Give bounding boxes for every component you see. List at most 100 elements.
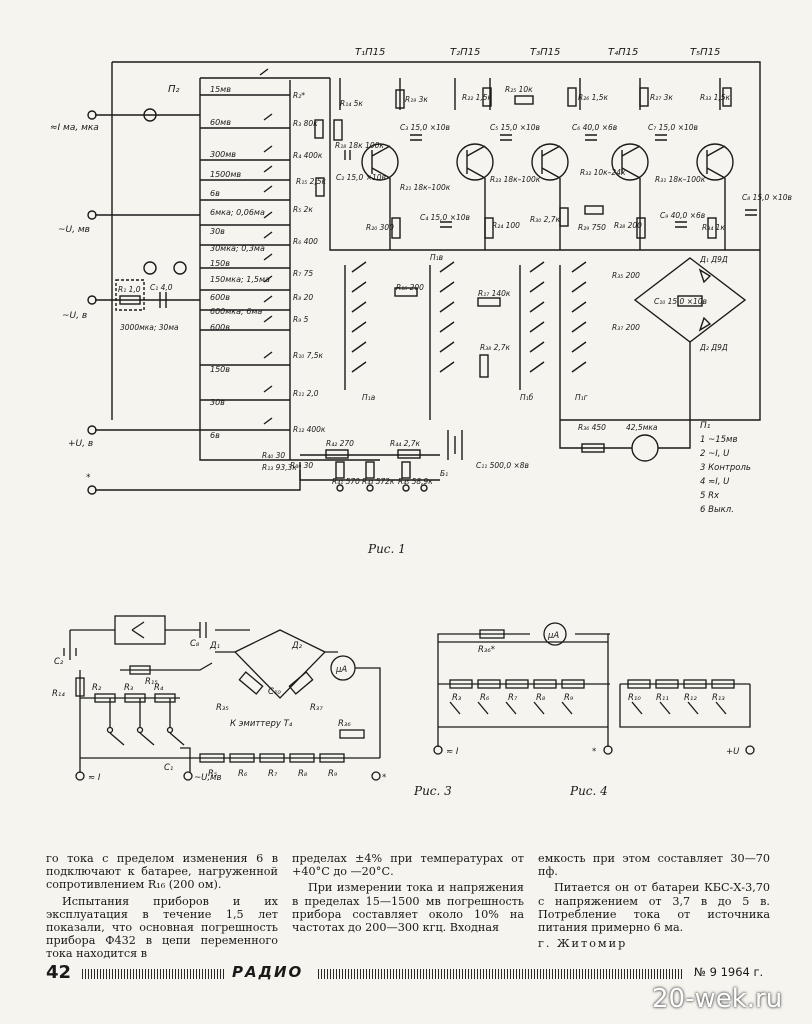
issue-info: № 9 1964 г. <box>694 965 764 979</box>
resistor-label: R₂₀ 300 <box>366 223 394 232</box>
terminal-label: * <box>592 747 596 757</box>
component-label: R₁₀ <box>628 693 641 703</box>
range-label: 30в <box>210 227 225 236</box>
range-label: 600в <box>210 293 230 302</box>
schematic-fig3: C₂ C₈ Д₁ Д₂ R₁₄ R₁₅ R₂ R₃ R₄ C₁₀ R₃₅ R₃₇… <box>52 615 386 783</box>
paragraph: Питается он от батареи КБС-Х-3,70 с напр… <box>538 881 770 935</box>
transistor-label: T₁П15 <box>355 47 385 58</box>
component-label: R₉ <box>564 693 574 703</box>
capacitor-label: C₇ 15,0 ×10в <box>648 123 698 132</box>
text-column-2: пределах ±4% при температурах от +40°С д… <box>292 852 524 934</box>
component-label: R₁₅ <box>145 677 158 687</box>
resistor-label: R₃₇ 200 <box>612 323 640 332</box>
component-label: C₂ <box>54 657 64 667</box>
legend-item: 1 ~15мв <box>700 435 737 445</box>
resistor-label: R₃₂ 10к–24к <box>580 168 626 177</box>
transistor-label: T₂П15 <box>450 47 480 58</box>
resistor-label: R₁₁ 2,0 <box>293 389 319 398</box>
resistor-label: R₂₁ 18к–100к <box>400 183 451 192</box>
paragraph: При измерении тока и напряжения в предел… <box>292 881 524 935</box>
diode-label: Д₁ Д9Д <box>699 255 728 264</box>
component-label: Д₁ <box>209 641 220 651</box>
resistor-label: R₄₃ 572к <box>362 477 395 486</box>
capacitor-label: C₁₁ 500,0 ×8в <box>476 461 529 470</box>
range-label: 60мв <box>210 118 231 127</box>
capacitor-label: C₆ 40,0 ×6в <box>572 123 617 132</box>
capacitor-label: C₃ 15,0 ×10в <box>400 123 450 132</box>
text-column-3: емкость при этом составляет 30—70 пф. Пи… <box>538 852 770 950</box>
switch-label: П₁г <box>575 393 588 402</box>
resistor-label: R₄₁ 570 <box>332 477 360 486</box>
resistor-label: R₂₈ 200 <box>614 221 642 230</box>
capacitor-label: C₅ 15,0 ×10в <box>490 123 540 132</box>
resistor-label: R₇ 75 <box>293 269 313 278</box>
component-label: C₁ <box>164 763 173 773</box>
resistor-label: R₂₂ 1,5к <box>462 93 493 102</box>
resistor-label: R₆ 400 <box>293 237 318 246</box>
component-label: R₃₅ <box>216 703 229 713</box>
resistor-label: R₃₆ 450 <box>578 423 606 432</box>
resistor-label: R₃ 80к <box>293 119 318 128</box>
figure-caption: Рис. 1 <box>368 542 406 556</box>
terminal-label: * <box>382 773 386 783</box>
r1-note: 3000мка; 30ма <box>120 323 179 332</box>
component-label: R₁₁ <box>656 693 669 703</box>
resistor-label: R₁₃ 93,3к <box>262 463 297 472</box>
legend-item: 6 Выкл. <box>700 505 734 515</box>
resistor-label: R₂₆ 1,5к <box>578 93 609 102</box>
transistor-label: T₅П15 <box>690 47 720 58</box>
resistor-label: R₃₉ 30 <box>290 461 313 470</box>
resistor-label: R₂₃ 18к–100к <box>490 175 541 184</box>
capacitor-label: C₂ 15,0 ×10в <box>336 173 386 182</box>
range-label: 150в <box>210 365 230 374</box>
component-label: μA <box>547 631 559 641</box>
range-label: 1500мв <box>210 170 241 179</box>
resistor-label: R₃₃ 1,5к <box>700 93 731 102</box>
resistor-label: R₁₄ 5к <box>340 99 363 108</box>
component-label: μA <box>335 665 347 675</box>
range-label: 600мка; 6ма <box>210 307 262 316</box>
component-label: R₄ <box>154 683 164 693</box>
resistor-label: R₅ 2к <box>293 205 313 214</box>
capacitor-label: C₁₀ 15,0 ×10в <box>654 297 707 306</box>
input-label: * <box>86 473 91 483</box>
component-label: C₁₀ <box>268 687 281 697</box>
resistor-label: R₁₂ 400к <box>293 425 326 434</box>
component-label: R₈ <box>536 693 546 703</box>
component-label: R₂ <box>92 683 102 693</box>
terminal-label: ~U,мв <box>194 773 221 783</box>
legend-item: 4 ≂I, U <box>700 477 730 487</box>
terminal-label: +U <box>726 747 740 757</box>
resistor-label: R₃₀ 2,7к <box>530 215 561 224</box>
switch-label: П₁б <box>520 393 534 402</box>
resistor-label: R₈ 20 <box>293 293 313 302</box>
battery-label: Б₁ <box>440 469 448 478</box>
resistor-label: R₁₆ 200 <box>396 283 424 292</box>
transistor-label: T₄П15 <box>608 47 638 58</box>
transistor-label: T₃П15 <box>530 47 560 58</box>
watermark: 20-wek.ru <box>652 984 783 1014</box>
schematic-fig4: R₃₆* μA R₃ R₆ R₇ R₈ R₉ R₁₀ R₁₁ R₁₂ R₁₃ ≂… <box>433 622 755 757</box>
resistor-label: R₃₄ 1к <box>702 223 725 232</box>
range-label: 600в <box>210 323 230 332</box>
resistor-label: R₂₇ 3к <box>650 93 673 102</box>
component-label: R₆ <box>480 693 490 703</box>
resistor-label: R₁₅ 2,5к <box>296 177 327 186</box>
switch-label: П₁в <box>430 253 443 262</box>
resistor-label: R₃₈ 2,7к <box>480 343 511 352</box>
paragraph: Испытания приборов и их эксплуатация в т… <box>46 894 278 961</box>
component-label: К эмиттеру T₄ <box>230 719 293 729</box>
text-column-1: го тока с пределом изменения 6 в подключ… <box>46 852 278 961</box>
resistor-label: R₁₀ 7,5к <box>293 351 324 360</box>
figure-caption: Рис. 3 <box>414 784 452 798</box>
input-label: ~U, в <box>62 311 87 321</box>
resistor-label: R₁ 1,0 <box>118 285 141 294</box>
component-label: R₁₄ <box>52 689 65 699</box>
terminal-label: ≂ I <box>88 773 101 783</box>
diode-label: Д₂ Д9Д <box>699 343 728 352</box>
schematic-fig1: T₁П15 T₂П15 T₃П15 T₄П15 T₅П15 П₂ 15мв 60… <box>50 47 792 515</box>
resistor-label: R₂* <box>293 91 305 100</box>
range-label: 150в <box>210 259 230 268</box>
component-label: R₆ <box>238 769 248 779</box>
